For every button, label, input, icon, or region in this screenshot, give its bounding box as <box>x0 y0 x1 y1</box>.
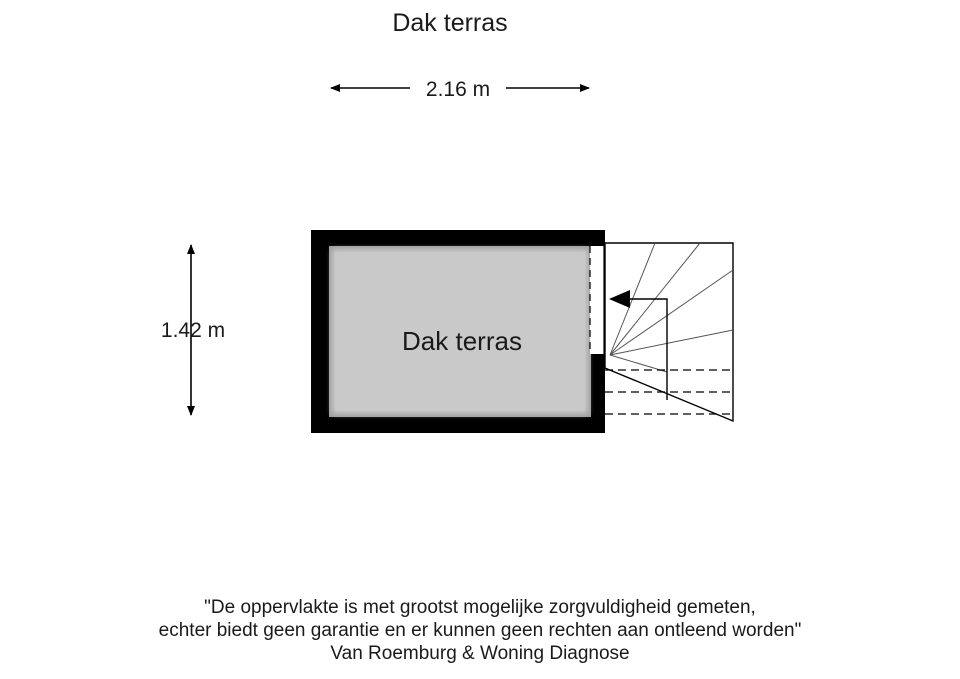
stair-direction-arrow-icon <box>609 290 630 308</box>
staircase <box>604 242 734 423</box>
stair-direction-line <box>627 298 668 400</box>
width-dimension-label: 2.16 m <box>410 77 506 103</box>
disclaimer-line-1: "De oppervlakte is met grootst mogelijke… <box>204 597 756 618</box>
door-opening <box>589 246 605 354</box>
page-title: Dak terras <box>392 9 508 37</box>
disclaimer-line-3: Van Roemburg & Woning Diagnose <box>330 643 630 664</box>
height-dimension-label: 1.42 m <box>160 319 226 342</box>
disclaimer-line-2: echter biedt geen garantie en er kunnen … <box>158 620 802 641</box>
room-dak-terras <box>311 230 605 433</box>
disclaimer: "De oppervlakte is met grootst mogelijke… <box>0 596 960 665</box>
room-label: Dak terras <box>402 326 522 356</box>
